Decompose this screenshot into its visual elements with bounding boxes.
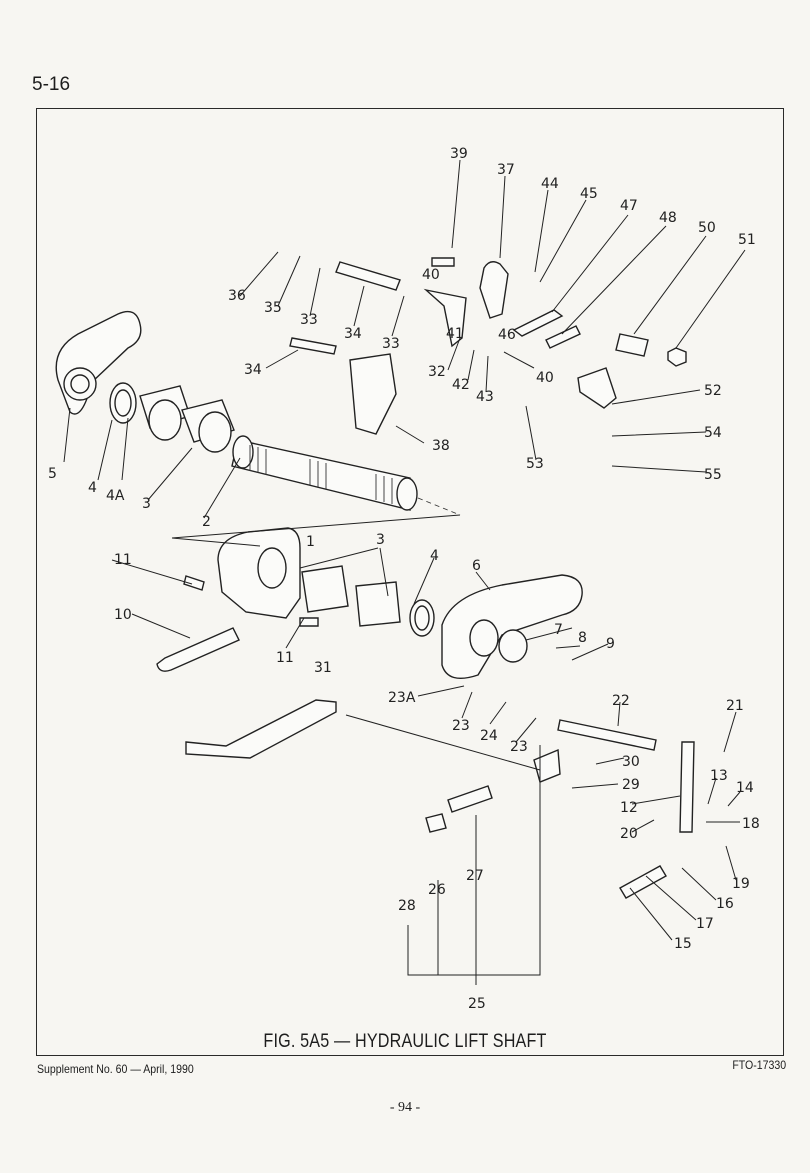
callout-29: 29 bbox=[622, 777, 640, 793]
callout-40: 40 bbox=[422, 267, 440, 283]
callout-4: 4 bbox=[88, 480, 97, 496]
callout-9: 9 bbox=[606, 636, 615, 652]
pin-and-bolt bbox=[156, 575, 319, 672]
figure-caption: FIG. 5A5 — HYDRAULIC LIFT SHAFT bbox=[263, 1031, 547, 1052]
callout-50: 50 bbox=[698, 220, 716, 236]
callout-5: 5 bbox=[48, 466, 57, 482]
callout-17: 17 bbox=[696, 916, 714, 932]
callout-35: 35 bbox=[264, 300, 282, 316]
callout-22: 22 bbox=[612, 693, 630, 709]
callout-26: 26 bbox=[428, 882, 446, 898]
document-code: FTO-17330 bbox=[732, 1058, 786, 1072]
lift-shaft bbox=[231, 435, 418, 511]
callout-46: 46 bbox=[498, 327, 516, 343]
callout-2: 2 bbox=[202, 514, 211, 530]
callout-7: 7 bbox=[554, 622, 563, 638]
callout-33: 33 bbox=[382, 336, 400, 352]
supplement-note: Supplement No. 60 — April, 1990 bbox=[37, 1062, 194, 1076]
callout-23: 23 bbox=[452, 718, 470, 734]
callout-16: 16 bbox=[716, 896, 734, 912]
callout-44: 44 bbox=[541, 176, 559, 192]
callout-31: 31 bbox=[314, 660, 332, 676]
lift-arm-right bbox=[441, 574, 583, 679]
callout-1: 1 bbox=[306, 534, 315, 550]
callout-4A: 4A bbox=[106, 488, 125, 504]
callout-14: 14 bbox=[736, 780, 754, 796]
callout-34: 34 bbox=[344, 326, 362, 342]
callout-30: 30 bbox=[622, 754, 640, 770]
callout-24: 24 bbox=[480, 728, 498, 744]
callout-3: 3 bbox=[376, 532, 385, 548]
callout-12: 12 bbox=[620, 800, 638, 816]
callout-11: 11 bbox=[276, 650, 294, 666]
page-folio: - 94 - bbox=[389, 1100, 421, 1115]
callout-20: 20 bbox=[620, 826, 638, 842]
callout-28: 28 bbox=[398, 898, 416, 914]
callout-42: 42 bbox=[452, 377, 470, 393]
lower-linkage bbox=[185, 699, 695, 899]
upper-links bbox=[289, 257, 687, 435]
figure-frame bbox=[36, 108, 784, 1056]
callout-6: 6 bbox=[472, 558, 481, 574]
callout-43: 43 bbox=[476, 389, 494, 405]
callout-3: 3 bbox=[142, 496, 151, 512]
bushings-right bbox=[301, 565, 435, 637]
callout-32: 32 bbox=[428, 364, 446, 380]
callout-37: 37 bbox=[497, 162, 515, 178]
callout-13: 13 bbox=[710, 768, 728, 784]
callout-21: 21 bbox=[726, 698, 744, 714]
callout-27: 27 bbox=[466, 868, 484, 884]
callout-55: 55 bbox=[704, 467, 722, 483]
callout-54: 54 bbox=[704, 425, 722, 441]
callout-18: 18 bbox=[742, 816, 760, 832]
callout-23: 23 bbox=[510, 739, 528, 755]
callout-47: 47 bbox=[620, 198, 638, 214]
callout-25: 25 bbox=[468, 996, 486, 1012]
callout-19: 19 bbox=[732, 876, 750, 892]
callout-34: 34 bbox=[244, 362, 262, 378]
callout-52: 52 bbox=[704, 383, 722, 399]
callout-33: 33 bbox=[300, 312, 318, 328]
callout-53: 53 bbox=[526, 456, 544, 472]
seal-and-bushings bbox=[109, 382, 235, 453]
callout-4: 4 bbox=[430, 548, 439, 564]
callout-45: 45 bbox=[580, 186, 598, 202]
callout-11: 11 bbox=[114, 552, 132, 568]
callout-39: 39 bbox=[450, 146, 468, 162]
housing bbox=[217, 527, 301, 619]
callout-40: 40 bbox=[536, 370, 554, 386]
leader-lines bbox=[63, 159, 746, 985]
callout-23A: 23A bbox=[388, 690, 416, 706]
callout-38: 38 bbox=[432, 438, 450, 454]
lift-arm-left bbox=[55, 310, 142, 415]
callout-10: 10 bbox=[114, 607, 132, 623]
callout-41: 41 bbox=[446, 326, 464, 342]
callout-51: 51 bbox=[738, 232, 756, 248]
callout-48: 48 bbox=[659, 210, 677, 226]
callout-15: 15 bbox=[674, 936, 692, 952]
callout-36: 36 bbox=[228, 288, 246, 304]
page-number-top: 5-16 bbox=[32, 74, 71, 95]
callout-8: 8 bbox=[578, 630, 587, 646]
